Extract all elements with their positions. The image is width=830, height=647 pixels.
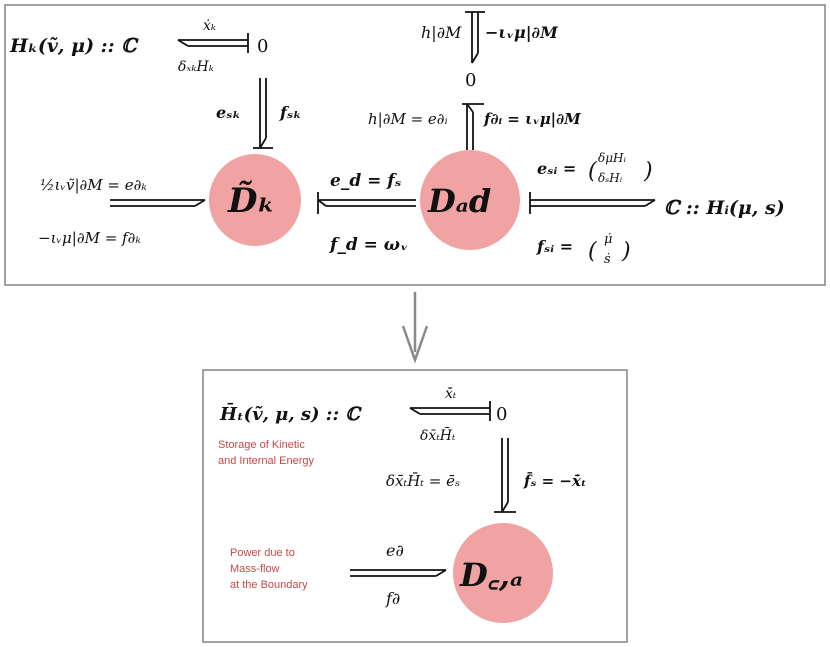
fs-label: f̄ₛ = −x̄̇ₜ [523,471,586,490]
bond-zero-to-dk [253,78,273,149]
bond-zero-to-dad [462,103,484,150]
storage-note-line1: Storage of Kinetic [218,439,305,451]
bond-zero-to-dca [494,438,516,513]
dca-node-label: D꜀,ₐ [459,556,523,594]
f-si-paren-left: ( [588,239,597,264]
zero-junction-right: 0 [465,70,476,91]
bond-c-to-zero-bottom [409,401,491,421]
f-boundary-label: f∂ [385,589,400,608]
f-si-label: fₛᵢ = [536,237,573,256]
dk-node-label: D̃ₖ [227,181,275,221]
bottom-frame [202,369,628,643]
f-si-vec-top: μ̇ [604,232,612,247]
dk-node [209,154,301,246]
zero-junction-bottom: 0 [496,404,507,425]
f-si-paren-right: ) [621,239,631,264]
es-label: δx̄ₜH̄ₜ = ēₛ [386,472,460,490]
f-dk-label: −ιᵥμ|∂M = f∂ₖ [38,229,141,247]
storage-note-line2: and Internal Energy [218,455,315,467]
e-sk-label: eₛₖ [216,103,241,122]
ht-storage-label: H̄ₜ(ṽ, μ, s) :: ℂ [219,403,362,425]
e-si-paren-right: ) [643,159,653,184]
delta-xk-hk-label: δₓₖHₖ [178,59,214,75]
f-si-vec-bottom: ṡ [604,252,611,267]
hk-storage-label: Hₖ(ṽ, μ) :: ℂ [9,35,139,57]
transform-arrow [401,292,429,364]
e-dk-label: ½ιᵥṽ|∂M = e∂ₖ [40,176,147,194]
e-si-paren-left: ( [588,159,597,184]
f-di-label: f∂ᵢ = ιᵥμ|∂M [483,110,581,128]
f-d-label: f_d = ωᵥ [329,235,408,255]
bond-boundary-to-dk [110,199,206,207]
power-note-line1: Power due to [230,547,295,559]
dad-node-label: Dₐd [427,182,491,220]
e-si-label: eₛᵢ = [537,159,576,178]
e-si-vec-top: δμHᵢ [598,151,626,165]
f-sk-label: fₛₖ [279,103,302,122]
e-d-label: e_d = fₛ [330,171,402,191]
top-frame [4,4,826,286]
bond-c-to-zero-left [177,33,249,53]
dad-node [420,150,520,250]
bond-dad-to-dk [317,192,416,214]
dca-node [453,523,553,623]
delta-xt-ht-label: δx̄ₜH̄ₜ [420,426,456,444]
xk-dot-label: ẋₖ [203,18,216,34]
xt-dot-label: x̄̇ₜ [445,386,457,402]
iota-mu-top-label: −ιᵥμ|∂M [485,23,559,42]
power-note-line2: Mass-flow [230,563,280,575]
zero-junction-left: 0 [257,36,268,57]
hi-storage-label: ℂ :: Hᵢ(μ, s) [664,197,785,219]
bond-boundary-to-dca [350,569,447,577]
power-note-line3: at the Boundary [230,579,308,591]
h-eq-e-di-label: h|∂M = e∂ᵢ [368,110,448,128]
e-boundary-label: e∂ [386,541,404,560]
h-boundary-top-label: h|∂M [421,23,462,42]
e-si-vec-bottom: δₛHᵢ [598,171,623,185]
bond-boundary-to-zero-right [465,11,485,64]
bond-dad-to-hi [529,192,656,214]
